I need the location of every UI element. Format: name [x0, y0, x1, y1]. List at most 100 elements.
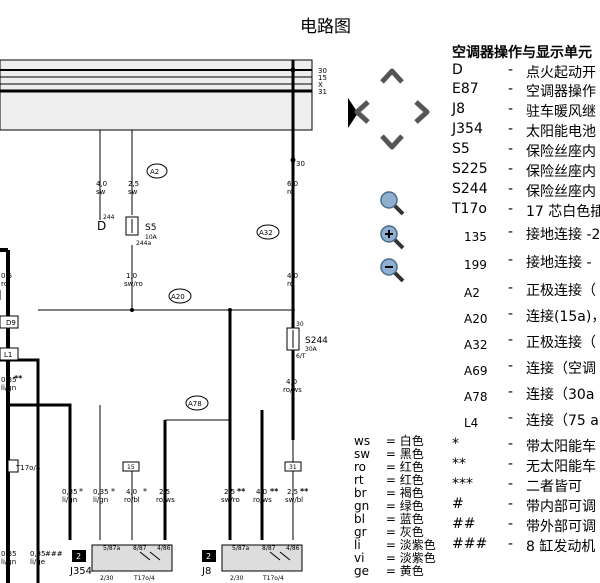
color-code: ro: [354, 460, 367, 474]
legend-desc: 正极连接（: [526, 335, 596, 351]
color-name: 绿色: [399, 499, 424, 513]
legend-code: D: [452, 62, 463, 78]
color-name: 蓝色: [399, 512, 424, 526]
zoom-reset-icon[interactable]: [378, 190, 406, 216]
color-key-row: ws = 白色: [354, 434, 424, 448]
expand-triangle-icon[interactable]: [346, 96, 360, 130]
color-code: br: [354, 486, 367, 500]
wire-color-7: ro: [1, 280, 8, 288]
legend-dash: -: [508, 496, 514, 512]
legend-dash: -: [508, 252, 514, 268]
legend-code: #: [452, 496, 464, 512]
zoom-in-icon[interactable]: [378, 224, 406, 250]
legend-desc: 带外部可调: [526, 519, 596, 535]
legend-dash: -: [508, 358, 514, 374]
legend-code: A20: [464, 312, 488, 326]
color-code: gr: [354, 525, 367, 539]
legend-code: J8: [452, 101, 466, 117]
legend-code: A69: [464, 364, 488, 378]
legend-dash: -: [508, 436, 514, 452]
wire-size-1: 4,0: [96, 180, 107, 188]
color-code: sw: [354, 447, 371, 461]
node-244a: 6/T: [296, 353, 306, 360]
mark-D: D: [97, 219, 106, 233]
node-A32: A32: [259, 229, 273, 237]
legend-code: A78: [464, 390, 488, 404]
color-key-row: br = 褐色: [354, 486, 424, 500]
legend-desc: 点火起动开: [526, 65, 596, 81]
bus-label-30: 30: [318, 67, 327, 75]
legend-code: A32: [464, 338, 488, 352]
node-8-87-2: 4/86: [286, 545, 300, 552]
relay-j354-name: J354: [69, 566, 92, 577]
mark-double-star-2: **: [237, 487, 246, 496]
wire-color-16: li/gn: [1, 558, 16, 566]
fuse-s5-name: S5: [145, 223, 156, 233]
relay-j8-num: 2: [206, 552, 211, 561]
node-A2: A2: [150, 168, 159, 176]
color-key-row: rt = 红色: [354, 473, 424, 487]
legend-desc: 带太阳能车: [526, 439, 596, 455]
legend-dash: -: [508, 101, 514, 117]
legend-code: 199: [464, 258, 487, 272]
up-arrow-icon[interactable]: [378, 66, 406, 86]
wire-color-9: li/gn: [62, 496, 77, 504]
color-code: bl: [354, 512, 365, 526]
wire-size-8: 0,35: [1, 376, 17, 384]
legend-dash: -: [508, 280, 514, 296]
color-code: vi: [354, 551, 365, 565]
node-15: 15: [127, 464, 135, 471]
color-name: 黄色: [399, 564, 424, 578]
wire-size-16: 0,35: [1, 550, 17, 558]
color-code: gn: [354, 499, 370, 513]
down-arrow-icon[interactable]: [378, 132, 406, 152]
mark-star-3: *: [143, 487, 147, 496]
legend-dash: -: [508, 306, 514, 322]
node-5-87a-2: 8/87: [262, 545, 276, 552]
legend-code: L4: [464, 416, 479, 430]
color-name: 白色: [399, 434, 424, 448]
legend-dash: -: [508, 181, 514, 197]
wire-color-8: li/gn: [1, 384, 16, 392]
color-name: 黑色: [399, 447, 424, 461]
wire-size-3: 6,0: [287, 180, 298, 188]
node-30: 30: [296, 160, 305, 168]
legend-dash: -: [508, 141, 514, 157]
wire-color-13: sw/ro: [221, 496, 240, 504]
legend-desc: 接地连接 -: [526, 255, 592, 271]
legend-desc: 太阳能电池: [526, 124, 596, 140]
legend-code: S225: [452, 161, 488, 177]
legend-dash: -: [508, 476, 514, 492]
bus-label-x: X: [318, 81, 323, 89]
legend-title: 空调器操作与显示单元: [452, 45, 592, 61]
mark-star: *: [79, 487, 83, 496]
relay-j354-num: 2: [76, 552, 81, 561]
mark-double-star-4: **: [300, 487, 309, 496]
node-4-86-2: 2/30: [230, 575, 244, 582]
legend-code: ***: [452, 476, 473, 492]
color-key-row: gr = 灰色: [354, 525, 424, 539]
wire-color-11: ro/bl: [124, 496, 140, 504]
color-name: 红色: [399, 473, 424, 487]
wire-size-11: 4,0: [126, 488, 137, 496]
legend-desc: 连接（75 a: [526, 413, 599, 429]
legend-dash: -: [508, 62, 514, 78]
legend-code: T17o: [452, 201, 487, 217]
node-2-30: T17o/4: [133, 575, 155, 582]
bus-bar-panel: [0, 59, 313, 131]
color-name: 灰色: [399, 525, 424, 539]
legend-dash: -: [508, 161, 514, 177]
node-T17o-4: T17o/4: [15, 464, 41, 472]
color-code: rt: [354, 473, 364, 487]
color-name: 褐色: [399, 486, 424, 500]
bus-label-15: 15: [318, 74, 327, 82]
legend-desc: 二者皆可: [526, 479, 582, 495]
left-arrow-icon[interactable]: [352, 98, 372, 126]
zoom-out-icon[interactable]: [378, 257, 406, 283]
node-D9: D9: [6, 319, 16, 327]
color-key-row: li = 淡紫色: [354, 538, 436, 552]
wire-color-2: sw: [128, 188, 138, 196]
mark-star-2: *: [111, 487, 115, 496]
color-key-row: bl = 蓝色: [354, 512, 424, 526]
right-arrow-icon[interactable]: [412, 98, 432, 126]
